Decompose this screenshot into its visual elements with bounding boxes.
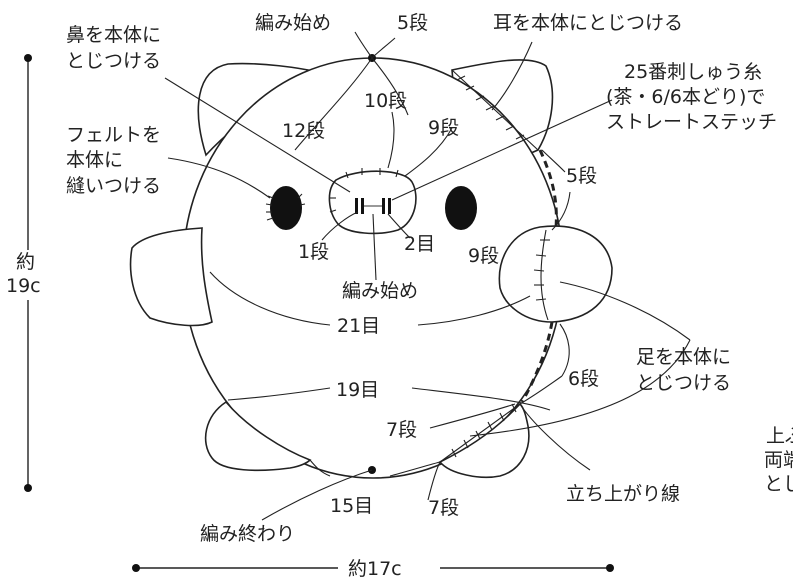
label-7dan-upper: 7段 [386,419,417,441]
label-felt-2: 本体に [66,149,123,171]
label-hana-1: 鼻を本体に [66,24,161,46]
label-ito-1: 25番刺しゅう糸 [624,61,762,83]
label-ito-2: (茶・6/6本どり)で [606,86,765,108]
label-19me: 19目 [336,379,379,401]
left-eye-stitches [265,193,306,221]
label-9dan-ear: 9段 [428,117,459,139]
left-nostril [355,198,358,214]
label-9dan-foot: 9段 [468,245,499,267]
snout-stitches [329,168,399,213]
bottom-right-foot [438,402,530,479]
label-ashi-1: 足を本体に [636,346,731,368]
right-nostril [382,198,385,214]
label-ashi-2: とじつける [636,372,731,394]
label-ami-owari: 編み終わり [200,523,295,545]
label-ami-hajime-nose: 編み始め [342,280,418,302]
label-12dan: 12段 [282,120,325,142]
foot-lower-dash-seam [520,321,554,403]
label-ito-3: ストレートステッチ [606,111,777,133]
label-felt-1: フェルトを [66,124,161,146]
label-hana-2: とじつける [66,50,161,72]
label-cut-1: 上ぶ [766,425,793,447]
left-eye [270,186,302,230]
label-felt-3: 縫いつける [66,175,161,197]
right-foot-stitches [533,229,550,321]
bottom-left-foot [204,400,312,472]
label-cut-2: 両端 [764,449,793,471]
label-tachiagari: 立ち上がり線 [566,483,680,505]
ear-foot-dash-seam [538,149,558,229]
label-cut-3: とじ [764,473,793,495]
leader-lines [164,31,691,521]
label-1dan: 1段 [298,241,329,263]
right-foot [498,225,613,323]
label-7dan-lower: 7段 [428,497,459,519]
right-nostril-2 [388,198,391,214]
left-nostril-2 [361,198,364,214]
label-height-2: 19c [6,275,41,297]
label-10dan: 10段 [364,90,407,112]
label-ami-hajime-top: 編み始め [255,12,331,34]
width-dimension [132,564,614,572]
label-5dan-right: 5段 [566,165,597,187]
right-eye [445,186,477,230]
snout [328,170,417,235]
front-left-foot [129,227,213,327]
label-2me: 2目 [404,233,435,255]
label-5dan-top: 5段 [397,12,428,34]
label-21me: 21目 [337,315,380,337]
label-width: 約17c [348,558,402,579]
label-15me: 15目 [330,495,373,517]
label-mimi: 耳を本体にとじつける [493,12,683,34]
ear-seam-stitches [451,69,539,151]
label-height-1: 約 [16,251,35,273]
label-6dan: 6段 [568,368,599,390]
height-dimension [24,54,32,492]
